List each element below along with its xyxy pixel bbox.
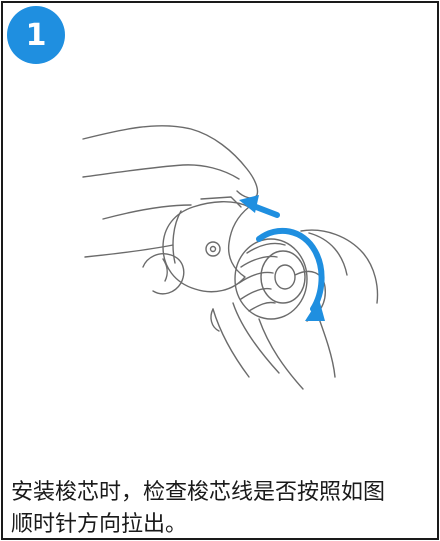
- upper-hand: [83, 126, 258, 198]
- upper-hand-thumb: [85, 245, 173, 257]
- instruction-text: 安装梭芯时，检查梭芯线是否按照如图 顺时针方向拉出。: [11, 477, 431, 541]
- instruction-line-1: 安装梭芯时，检查梭芯线是否按照如图: [11, 477, 431, 509]
- step-number: 1: [26, 18, 47, 53]
- instruction-line-2: 顺时针方向拉出。: [11, 509, 431, 541]
- bobbin-insertion-illustration: [63, 107, 383, 397]
- upper-hand-finger: [83, 165, 239, 179]
- lower-hand: [213, 303, 279, 377]
- step-number-badge: 1: [7, 6, 65, 64]
